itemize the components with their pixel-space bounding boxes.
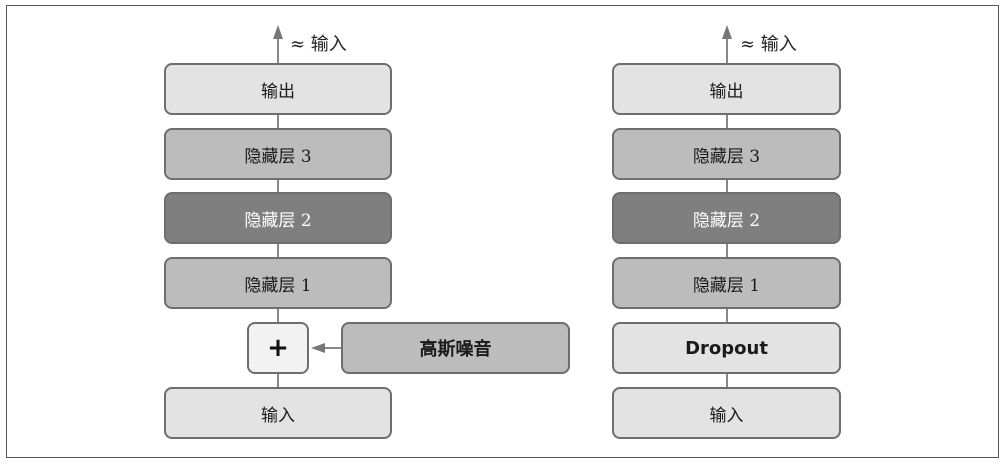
- left-input-layer: 输入: [164, 387, 392, 439]
- left-hidden-layer-3: 隐藏层 3: [164, 128, 392, 180]
- left-hidden-layer-1: 隐藏层 1: [164, 257, 392, 309]
- left-output-arrow-icon: [273, 25, 283, 39]
- right-output-layer: 输出: [612, 63, 841, 115]
- noise-connector-line: [322, 347, 342, 349]
- diagram-frame: [6, 5, 999, 458]
- left-output-layer: 输出: [164, 63, 392, 115]
- add-noise-node: +: [247, 322, 309, 374]
- left-top-label: ≈ 输入: [290, 34, 347, 55]
- right-hidden-layer-2: 隐藏层 2: [612, 192, 841, 244]
- right-output-arrow-icon: [722, 25, 732, 39]
- gaussian-noise-box: 高斯噪音: [341, 322, 570, 374]
- right-hidden-layer-1: 隐藏层 1: [612, 257, 841, 309]
- right-input-layer: 输入: [612, 387, 841, 439]
- left-hidden-layer-2: 隐藏层 2: [164, 192, 392, 244]
- right-hidden-layer-3: 隐藏层 3: [612, 128, 841, 180]
- right-top-label: ≈ 输入: [740, 34, 797, 55]
- plus-icon: +: [267, 333, 289, 363]
- dropout-layer: Dropout: [612, 322, 841, 374]
- noise-arrow-icon: [311, 343, 325, 353]
